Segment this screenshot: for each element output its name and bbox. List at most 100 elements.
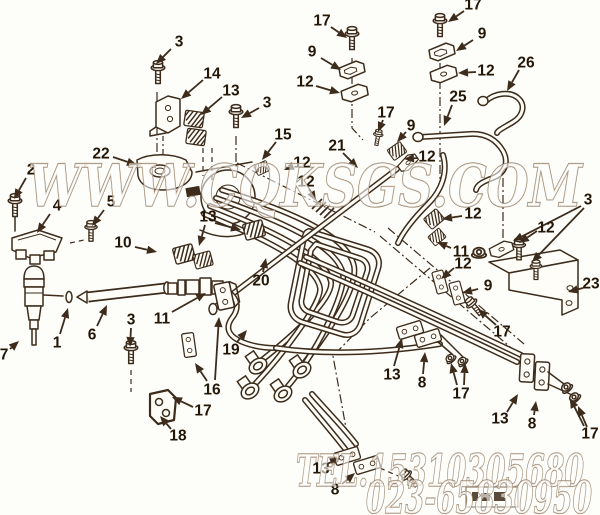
callout-arrow bbox=[341, 478, 348, 485]
callout-arrowhead bbox=[458, 68, 469, 77]
hardware-top bbox=[149, 12, 459, 177]
callout-arrow bbox=[342, 152, 352, 162]
callout-label-26: 26 bbox=[517, 55, 535, 72]
callout-arrowhead bbox=[578, 406, 586, 417]
callout-arrow bbox=[9, 346, 13, 350]
callout-label-8: 8 bbox=[418, 375, 427, 392]
callout-label-9: 9 bbox=[484, 278, 493, 295]
callout-arrowhead bbox=[330, 61, 341, 70]
callout-arrowhead bbox=[181, 89, 192, 99]
callout-arrowhead bbox=[532, 251, 542, 262]
callout-arrowhead bbox=[442, 213, 453, 222]
bracket-11 bbox=[213, 280, 241, 311]
callout-label-17: 17 bbox=[452, 386, 469, 403]
watermark-layer: WWW.CQKSGS.COMTEL.15310305680023-6583095… bbox=[27, 151, 593, 515]
callout-label-12: 12 bbox=[477, 63, 494, 80]
callout-label-17: 17 bbox=[194, 403, 211, 420]
callout-arrowhead bbox=[509, 394, 518, 405]
callout-label-17: 17 bbox=[377, 105, 394, 122]
callout-arrowhead bbox=[441, 269, 452, 279]
callout-label-3: 3 bbox=[127, 312, 136, 329]
callout-arrow bbox=[214, 222, 232, 229]
callout-arrowhead bbox=[377, 121, 386, 132]
callout-arrowhead bbox=[568, 285, 579, 294]
callout-arrow bbox=[162, 48, 172, 58]
callout-arrowhead bbox=[214, 317, 223, 328]
callout-arrowhead bbox=[329, 86, 340, 95]
callout-arrow bbox=[393, 347, 401, 367]
callout-label-7: 7 bbox=[0, 347, 8, 364]
bracket-16 bbox=[180, 331, 198, 359]
pipe-25 bbox=[395, 130, 509, 246]
callout-arrowhead bbox=[419, 352, 429, 363]
callout-arrow bbox=[577, 287, 584, 291]
callout-arrowhead bbox=[14, 188, 23, 199]
callout-label-21: 21 bbox=[328, 138, 346, 155]
callout-label-14: 14 bbox=[203, 66, 221, 83]
callout-label-12: 12 bbox=[537, 220, 554, 237]
callout-label-19: 19 bbox=[222, 342, 240, 359]
callout-arrowhead bbox=[344, 473, 355, 483]
callout-label-9: 9 bbox=[407, 118, 416, 135]
callout-arrowhead bbox=[513, 232, 524, 241]
callout-label-17: 17 bbox=[581, 426, 598, 443]
supply-pipe bbox=[208, 166, 400, 316]
callout-arrowhead bbox=[172, 397, 183, 406]
callout-arrow bbox=[112, 156, 128, 163]
callout-arrowhead bbox=[92, 215, 102, 226]
callout-label-8: 8 bbox=[331, 482, 340, 499]
callout-label-12: 12 bbox=[464, 206, 481, 223]
callout-arrow bbox=[448, 267, 455, 274]
callout-label-9: 9 bbox=[478, 26, 487, 43]
callout-arrowhead bbox=[507, 80, 516, 91]
callout-label-18: 18 bbox=[169, 428, 187, 445]
callout-label-4: 4 bbox=[53, 198, 62, 215]
callout-arrowhead bbox=[462, 286, 473, 295]
bracket-18 bbox=[148, 388, 178, 426]
injector-assembly bbox=[23, 265, 171, 346]
callout-arrowhead bbox=[443, 115, 452, 126]
callout-arrowhead bbox=[329, 458, 340, 467]
callout-arrowhead bbox=[262, 149, 272, 160]
callout-arrow bbox=[165, 423, 172, 430]
callout-arrowhead bbox=[397, 131, 407, 142]
callout-arrowhead bbox=[195, 293, 206, 302]
callout-arrowhead bbox=[160, 416, 170, 427]
clamp-plate-pairs bbox=[332, 319, 583, 491]
callout-arrow bbox=[41, 213, 51, 226]
callout-arrow bbox=[134, 246, 148, 251]
callout-label-3: 3 bbox=[175, 34, 184, 51]
hardware-midleft bbox=[123, 218, 267, 426]
injector-nuts bbox=[232, 347, 315, 406]
callout-label-9: 9 bbox=[308, 44, 317, 61]
callout-label-3: 3 bbox=[584, 192, 593, 209]
callout-arrow bbox=[538, 207, 585, 256]
callout-label-12: 12 bbox=[297, 174, 314, 191]
callout-arrowhead bbox=[347, 157, 358, 168]
watermark-text-tel: TEL.15310305680 bbox=[296, 446, 584, 497]
callout-arrow bbox=[180, 400, 194, 408]
o-ring bbox=[65, 290, 73, 304]
callout-label-17: 17 bbox=[493, 324, 510, 341]
callout-arrowhead bbox=[126, 336, 135, 347]
callout-arrowhead bbox=[519, 233, 530, 243]
callout-arrow bbox=[581, 414, 588, 428]
callout-label-1: 1 bbox=[53, 335, 62, 352]
callout-arrow bbox=[471, 288, 479, 292]
callout-arrow bbox=[451, 215, 463, 219]
callout-arrow bbox=[452, 372, 458, 386]
callout-arrow bbox=[96, 313, 104, 327]
callout-arrow bbox=[381, 119, 384, 124]
callout-arrowhead bbox=[197, 235, 206, 246]
callout-arrow bbox=[187, 79, 204, 94]
callout-arrow bbox=[199, 370, 208, 382]
callout-arrow bbox=[214, 326, 220, 381]
callout-arrow bbox=[320, 57, 333, 66]
callout-label-17: 17 bbox=[464, 0, 481, 14]
callout-label-13: 13 bbox=[383, 367, 401, 384]
callout-arrowhead bbox=[156, 53, 167, 64]
callout-arrowhead bbox=[456, 42, 467, 51]
callout-arrow bbox=[267, 141, 277, 153]
